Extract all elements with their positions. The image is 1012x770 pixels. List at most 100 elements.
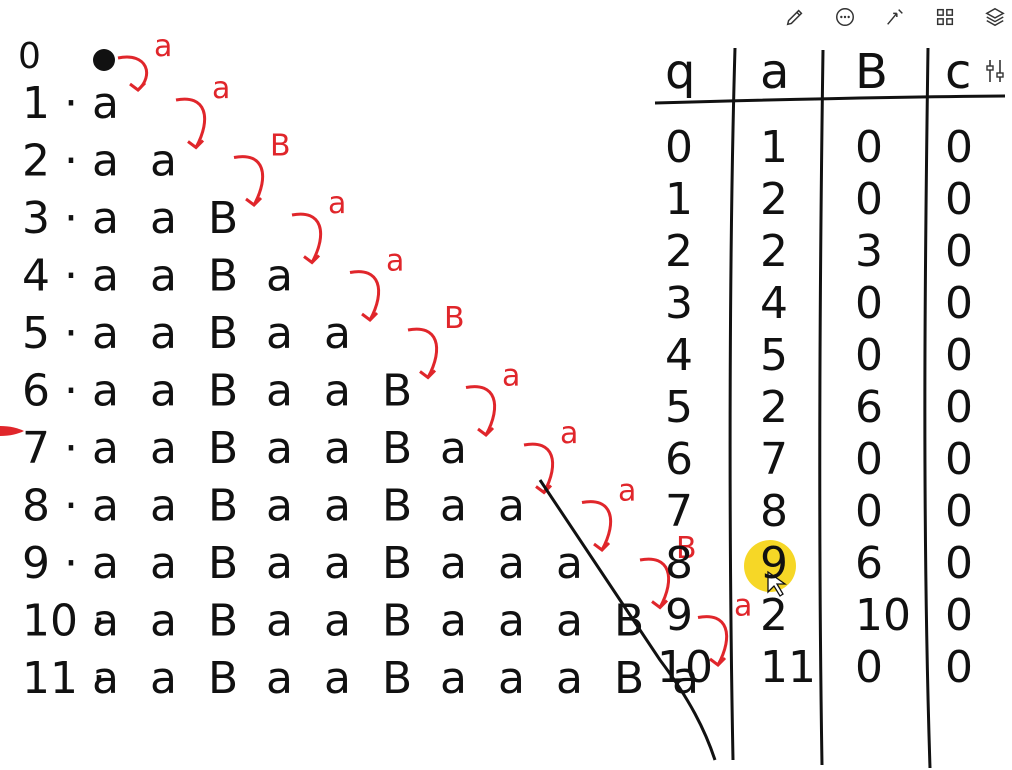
table-cell: 10 — [657, 642, 713, 693]
row-symbol: B — [208, 366, 238, 417]
row-symbol: a — [92, 78, 119, 129]
row-symbol: a — [92, 481, 119, 532]
transition-label: a — [502, 359, 520, 394]
pointer-icon[interactable] — [882, 4, 908, 30]
row-symbol: a — [150, 596, 177, 647]
arrow-head — [361, 311, 379, 322]
row-symbol: a — [150, 308, 177, 359]
diagonal-line — [538, 479, 717, 761]
cursor-arrow-icon — [767, 570, 788, 597]
start-dot — [93, 49, 115, 71]
arrow-head — [477, 426, 495, 437]
table-cell: 6 — [665, 434, 693, 485]
arrow-head — [651, 599, 669, 610]
row-symbol: B — [382, 596, 412, 647]
row-symbol: a — [92, 423, 119, 474]
table-cell: 6 — [855, 382, 883, 433]
row-symbol: a — [92, 538, 119, 589]
grid-icon[interactable] — [932, 4, 958, 30]
table-cell: 0 — [945, 642, 973, 693]
row-symbol: a — [92, 596, 119, 647]
row-symbol: a — [324, 481, 351, 532]
table-cell: 2 — [665, 226, 693, 277]
row-symbol: a — [266, 653, 293, 704]
arrow-head — [419, 369, 437, 380]
table-cell: 0 — [945, 382, 973, 433]
row-symbol: a — [92, 136, 119, 187]
arrow-head — [129, 81, 147, 92]
row-symbol: B — [208, 538, 238, 589]
arrow-head — [709, 656, 727, 667]
table-cell: 0 — [665, 122, 693, 173]
side-pull-tab-icon[interactable] — [0, 420, 26, 442]
row-symbol: B — [382, 653, 412, 704]
table-cell: 1 — [760, 122, 788, 173]
transition-label: a — [386, 244, 404, 279]
transition-arrow — [349, 270, 381, 321]
row-symbol: a — [556, 596, 583, 647]
transition-arrow — [291, 212, 323, 264]
arrow-head — [593, 541, 611, 552]
table-cell: 4 — [665, 330, 693, 381]
row-symbol: a — [92, 308, 119, 359]
table-cell: 8 — [760, 486, 788, 537]
transition-arrow — [407, 327, 439, 379]
table-cell: 11 — [760, 642, 816, 693]
row-label: 6 · — [22, 366, 78, 417]
table-col-divider-1 — [728, 47, 737, 761]
start-label: 0 — [18, 36, 41, 77]
table-cell: 0 — [945, 486, 973, 537]
table-cell: 0 — [945, 538, 973, 589]
row-symbol: B — [208, 251, 238, 302]
row-symbol: a — [266, 366, 293, 417]
row-symbol: a — [150, 366, 177, 417]
arrow-head — [245, 196, 263, 207]
transition-label: a — [328, 186, 346, 221]
row-symbol: a — [440, 596, 467, 647]
transition-label: B — [270, 129, 291, 164]
table-cell: 2 — [760, 174, 788, 225]
row-symbol: a — [498, 596, 525, 647]
row-symbol: a — [498, 481, 525, 532]
row-label: 3 · — [22, 193, 78, 244]
table-cell: 0 — [855, 642, 883, 693]
table-cell: 0 — [855, 434, 883, 485]
arrow-head — [303, 254, 321, 265]
transition-arrow — [233, 155, 265, 206]
row-symbol: a — [92, 193, 119, 244]
row-symbol: a — [324, 423, 351, 474]
row-symbol: a — [150, 136, 177, 187]
row-label: 1 · — [22, 78, 78, 129]
sliders-icon[interactable] — [984, 58, 1006, 84]
table-cell: 2 — [760, 382, 788, 433]
row-label: 5 · — [22, 308, 78, 359]
pen-icon[interactable] — [782, 4, 808, 30]
row-symbol: a — [266, 423, 293, 474]
table-cell: 0 — [855, 122, 883, 173]
row-symbol: a — [324, 366, 351, 417]
table-header-cell: q — [665, 44, 695, 100]
table-cell: 0 — [945, 434, 973, 485]
table-cell: 0 — [945, 590, 973, 641]
row-symbol: a — [150, 193, 177, 244]
layers-icon[interactable] — [982, 4, 1008, 30]
row-symbol: a — [440, 481, 467, 532]
row-symbol: B — [208, 308, 238, 359]
row-symbol: a — [92, 653, 119, 704]
transition-label: a — [560, 416, 578, 451]
transition-label: B — [444, 301, 465, 336]
row-symbol: a — [498, 538, 525, 589]
more-icon[interactable] — [832, 4, 858, 30]
row-symbol: B — [614, 653, 644, 704]
row-symbol: B — [382, 366, 412, 417]
row-symbol: a — [150, 653, 177, 704]
transition-arrow — [465, 385, 497, 436]
table-cell: 9 — [665, 590, 693, 641]
row-label: 10 · — [22, 596, 106, 647]
row-symbol: a — [150, 251, 177, 302]
row-symbol: a — [266, 251, 293, 302]
transition-arrow — [639, 557, 671, 609]
